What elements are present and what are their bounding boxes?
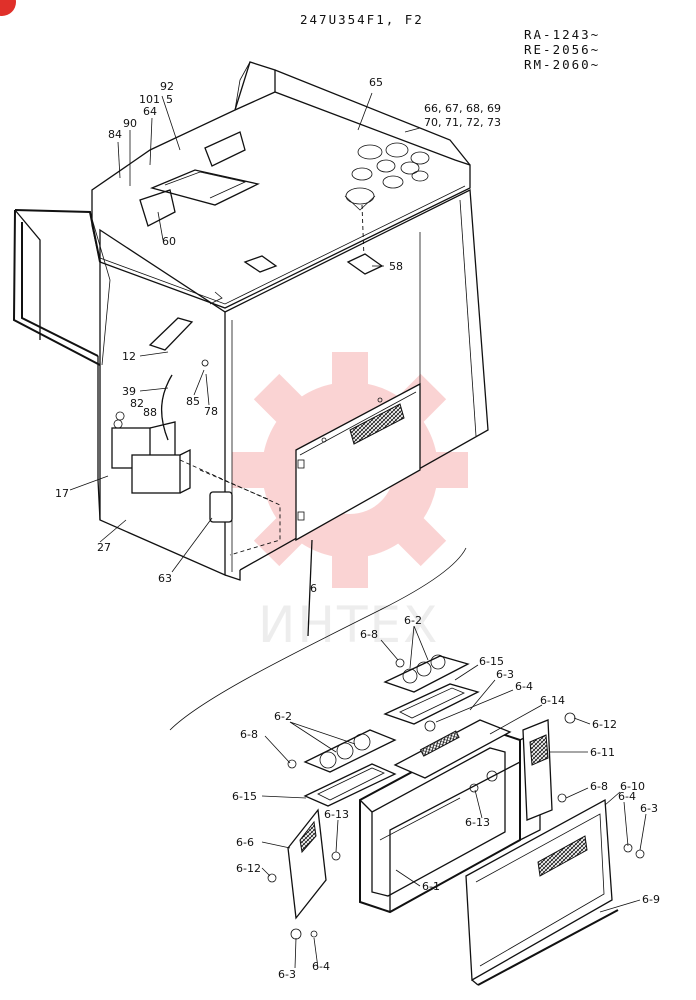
grille: [349, 403, 405, 445]
label-6-6: 6-6: [236, 836, 254, 849]
label-84: 84: [108, 128, 122, 141]
roof-grommet-cluster: [351, 142, 430, 189]
label-92: 92: [160, 80, 174, 93]
cab-part-labels: 84 90 64 101 5 92 65 66, 67, 68, 69 70, …: [55, 76, 501, 595]
detail-part-labels: 6-8 6-2 6-15 6-3 6-4 6-14 6-12 6-11 6-8 …: [232, 614, 660, 981]
label-58: 58: [389, 260, 403, 273]
label-6-4-a: 6-4: [515, 680, 533, 693]
serial-range-3: RM-2060~: [524, 57, 600, 72]
serial-range-2: RE-2056~: [524, 42, 600, 57]
label-6-8-a: 6-8: [360, 628, 378, 641]
cab-assembly: [12, 61, 489, 731]
label-64: 64: [143, 105, 157, 118]
label-6-15-b: 6-15: [232, 790, 257, 803]
label-6-15-a: 6-15: [479, 655, 504, 668]
vent-58: [346, 253, 384, 275]
label-6-3-c: 6-3: [278, 968, 296, 981]
label-6-12-b: 6-12: [236, 862, 261, 875]
mirror-right: [204, 131, 246, 167]
label-6-11: 6-11: [590, 746, 615, 759]
label-6-8-b: 6-8: [240, 728, 258, 741]
label-27: 27: [97, 541, 111, 554]
label-70-73: 70, 71, 72, 73: [424, 116, 501, 129]
drawing-code: 247U354F1, F2: [300, 12, 424, 27]
label-65: 65: [369, 76, 383, 89]
label-6-8-c: 6-8: [590, 780, 608, 793]
label-6-3-a: 6-3: [496, 668, 514, 681]
label-90: 90: [123, 117, 137, 130]
label-6: 6: [310, 582, 317, 595]
label-6-10: 6-10: [620, 780, 645, 793]
label-6-4-b: 6-4: [618, 790, 636, 803]
label-6-4-c: 6-4: [312, 960, 330, 973]
label-60: 60: [162, 235, 176, 248]
label-6-13-b: 6-13: [465, 816, 490, 829]
label-12: 12: [122, 350, 136, 363]
detail-leaders: [261, 625, 647, 969]
label-78: 78: [204, 405, 218, 418]
label-82: 82: [130, 397, 144, 410]
label-6-2-a: 6-2: [404, 614, 422, 627]
mirror-left: [139, 189, 176, 227]
label-6-9: 6-9: [642, 893, 660, 906]
label-6-14: 6-14: [540, 694, 565, 707]
label-63: 63: [158, 572, 172, 585]
corner-marker: [0, 0, 16, 16]
serial-range-1: RA-1243~: [524, 27, 600, 42]
label-6-1: 6-1: [422, 880, 440, 893]
label-6-13-a: 6-13: [324, 808, 349, 821]
label-101: 101: [139, 93, 160, 106]
label-66-69: 66, 67, 68, 69: [424, 102, 501, 115]
watermark-text: ИНТЕХ: [258, 596, 439, 654]
label-6-3-b: 6-3: [640, 802, 658, 815]
label-6-12-a: 6-12: [592, 718, 617, 731]
label-5: 5: [166, 93, 173, 106]
detail-assembly: [267, 654, 645, 986]
label-85: 85: [186, 395, 200, 408]
label-6-2-b: 6-2: [274, 710, 292, 723]
side-panel-right: [522, 719, 553, 821]
side-panel-left: [287, 808, 327, 920]
label-88: 88: [143, 406, 157, 419]
leader-lines: [69, 92, 421, 573]
label-39: 39: [122, 385, 136, 398]
label-17: 17: [55, 487, 69, 500]
